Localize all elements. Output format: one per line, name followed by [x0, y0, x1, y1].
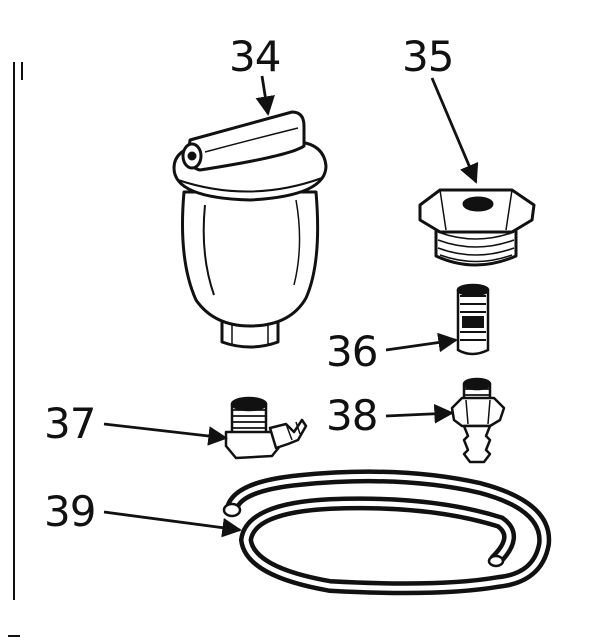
callout-38: 38 — [326, 391, 377, 440]
leader-36 — [385, 332, 458, 353]
part-34-bowl — [172, 110, 328, 349]
leader-37 — [103, 422, 228, 446]
part-36-nipple — [456, 283, 490, 356]
leader-34 — [255, 75, 275, 116]
part-38-hose-barb — [450, 377, 506, 464]
part-39-hose — [222, 469, 552, 596]
callout-37: 37 — [44, 399, 95, 448]
callout-36: 36 — [326, 327, 377, 376]
part-37-elbow-fitting — [224, 396, 308, 460]
leader-38 — [385, 404, 454, 424]
callout-35: 35 — [402, 32, 453, 81]
callout-34: 34 — [229, 32, 280, 81]
leader-35 — [430, 77, 479, 184]
callout-39: 39 — [44, 487, 95, 536]
part-35-bushing — [418, 188, 536, 267]
leader-39 — [103, 510, 242, 538]
leader-arrows — [103, 75, 479, 538]
